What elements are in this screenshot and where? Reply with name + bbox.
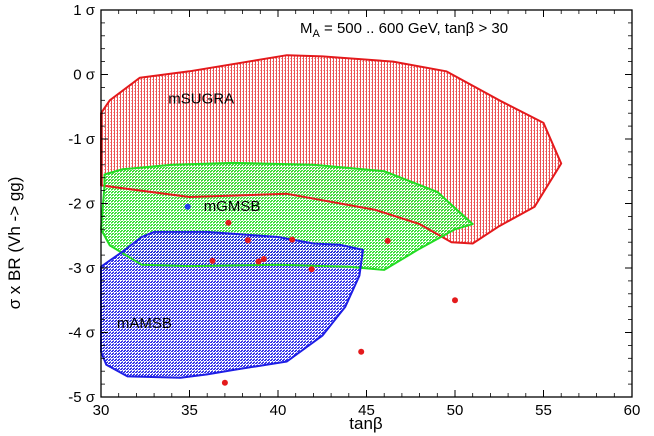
region-label-mgmsb: mGMSB — [204, 198, 261, 215]
annotation-sub: A — [313, 28, 321, 40]
y-tick-label: 1 σ — [73, 2, 96, 19]
data-point — [184, 203, 191, 210]
data-point — [221, 379, 228, 386]
regions-layer — [100, 54, 563, 379]
data-point — [289, 236, 296, 243]
region-labels: mSUGRA mGMSB mAMSB — [117, 91, 260, 333]
region-fill-mamsb — [101, 231, 363, 378]
region-outline-msugra — [100, 54, 563, 245]
x-tick-label: 45 — [358, 402, 375, 419]
x-tick-label: 60 — [624, 402, 641, 419]
y-tick-label: -1 σ — [68, 131, 96, 148]
data-point — [384, 237, 391, 244]
data-point — [255, 258, 262, 265]
y-tick-label: -2 σ — [68, 196, 96, 213]
x-tick-label: 35 — [181, 402, 198, 419]
x-tick-label: 50 — [447, 402, 464, 419]
x-tick-label: 30 — [93, 402, 110, 419]
data-point — [358, 348, 365, 355]
x-axis-label: tanβ — [349, 414, 383, 433]
region-outline-mgmsb — [100, 161, 474, 271]
data-point — [244, 237, 251, 244]
x-tick-label: 40 — [270, 402, 287, 419]
x-axis-ticks: 30 35 40 45 50 55 60 — [93, 10, 641, 419]
points-layer — [184, 203, 458, 386]
region-label-mamsb: mAMSB — [117, 315, 172, 332]
data-point — [260, 256, 267, 262]
y-axis-ticks: 1 σ 0 σ -1 σ -2 σ -3 σ -4 σ -5 σ — [68, 2, 632, 406]
y-axis-label: σ x BR (Vh -> gg) — [5, 177, 24, 310]
annotation-main: M — [300, 20, 313, 37]
region-label-msugra: mSUGRA — [168, 91, 234, 108]
x-tick-label: 55 — [535, 402, 552, 419]
data-point — [225, 219, 232, 226]
data-point — [209, 257, 216, 264]
y-tick-label: -5 σ — [68, 389, 96, 406]
y-tick-label: 0 σ — [73, 67, 96, 84]
data-point — [308, 266, 315, 273]
y-tick-label: -4 σ — [68, 325, 96, 342]
data-point — [452, 297, 458, 304]
annotation: MA = 500 .. 600 GeV, tanβ > 30 — [300, 20, 508, 40]
annotation-rest: = 500 .. 600 GeV, tanβ > 30 — [320, 20, 508, 37]
region-fill-msugra — [101, 55, 562, 244]
region-outline-mamsb — [100, 230, 364, 379]
y-tick-label: -3 σ — [68, 260, 96, 277]
